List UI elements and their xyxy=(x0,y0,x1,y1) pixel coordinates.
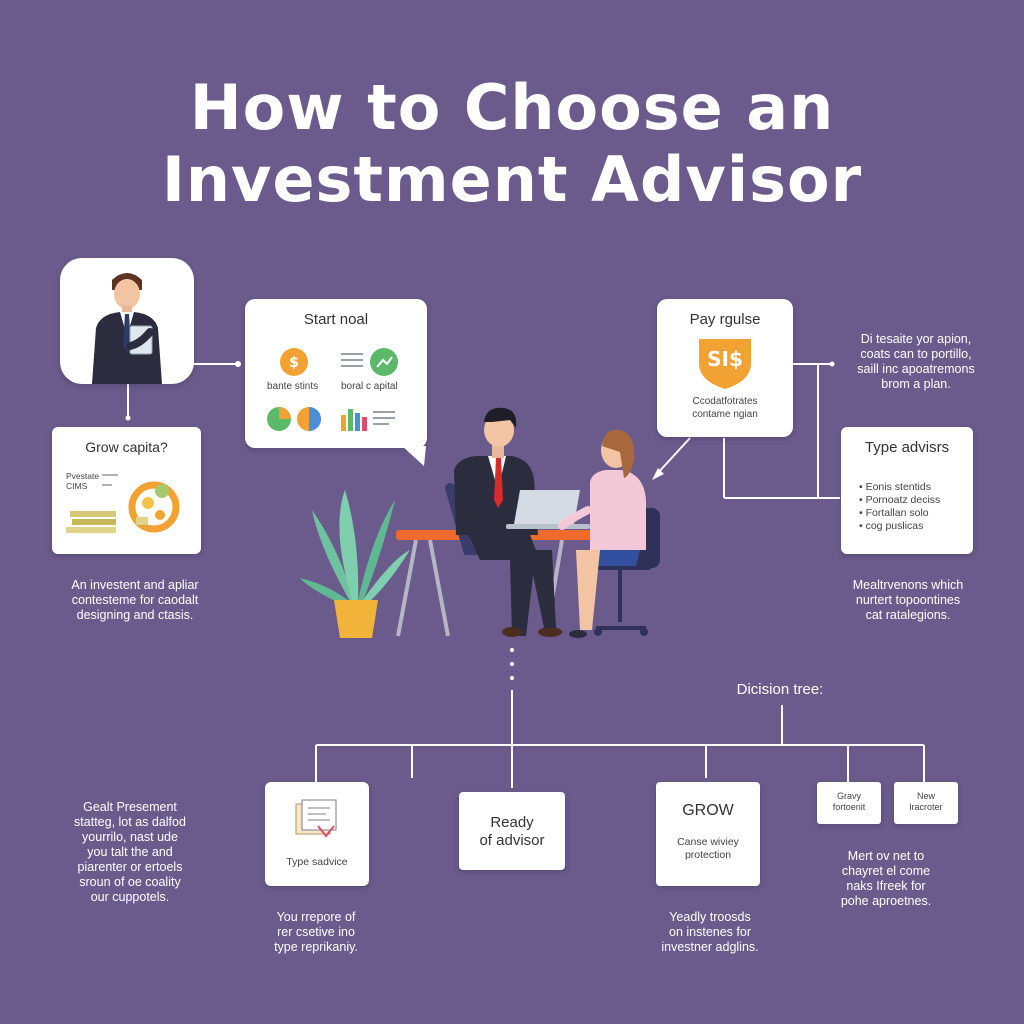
new-card-label: New lracroter xyxy=(909,791,943,812)
type-advice-label: Type sadvice xyxy=(286,856,348,868)
meeting-scene-illustration xyxy=(300,407,660,638)
type-advisors-item: Pornoatz deciss xyxy=(859,494,941,507)
gravy-card: Gravy fortoenit xyxy=(817,782,881,824)
type-advisors-item: Eonis stentids xyxy=(859,481,940,494)
gravy-card-label: Gravy fortoenit xyxy=(832,791,866,812)
shield-dollar-icon xyxy=(699,339,751,389)
start-goal-label-left: bante stints xyxy=(267,381,319,392)
note-bottom-left: Gealt Presement statteg, lot as dalfod y… xyxy=(74,800,186,904)
svg-text:$: $ xyxy=(289,355,299,371)
page-title-line-2: Investment Advisor xyxy=(161,143,863,216)
page-title-line-1: How to Choose an xyxy=(189,71,835,144)
growth-arrow-icon xyxy=(370,348,398,376)
pie-chart-icon-2 xyxy=(297,407,321,431)
speech-bubble-tail xyxy=(402,446,426,466)
type-advisors-card: Type advisrs Eonis stentids Pornoatz dec… xyxy=(841,427,973,554)
money-growth-icon xyxy=(66,474,180,533)
start-goal-label-right: boral c apital xyxy=(341,381,398,392)
pay-regulse-caption: Ccodatfotrates contame ngian xyxy=(692,396,758,420)
type-advisors-item: cog puslicas xyxy=(859,520,940,533)
note-bottom-mid-left: You rrepore of rer csetive ino type repr… xyxy=(274,910,358,954)
note-top-right: Di tesaite yor apion, coats can to porti… xyxy=(857,332,975,391)
pie-chart-icon xyxy=(267,407,291,431)
type-advisors-item: Fortallan solo xyxy=(859,507,940,520)
note-right-mid: Mealtrvenons which nurtert topoontines c… xyxy=(852,578,964,622)
advisor-figure-icon xyxy=(92,273,162,384)
text-lines-icon xyxy=(341,353,363,367)
plant-icon xyxy=(300,490,410,638)
new-card: New lracroter xyxy=(894,782,958,824)
grow-capital-mini-text: Pvestate CIMS xyxy=(66,471,100,491)
decision-tree-label: Dicision tree: xyxy=(736,681,824,698)
ready-advisor-card: Ready of advisor xyxy=(459,792,565,870)
type-advisors-title: Type advisrs xyxy=(864,439,950,456)
start-goal-card: Start noal $ bante stints boral c apital xyxy=(245,299,427,448)
type-advisors-list: Eonis stentids Pornoatz deciss Fortallan… xyxy=(859,481,941,533)
ready-advisor-line-2: of advisor xyxy=(479,832,545,849)
ready-advisor-line-1: Ready xyxy=(490,814,534,831)
pay-regulse-badge: SI$ xyxy=(707,347,743,371)
grow-capital-title: Grow capita? xyxy=(85,439,168,455)
text-lines-icon-2 xyxy=(373,411,395,425)
dollar-coin-icon: $ xyxy=(280,348,308,376)
grow-card-title: GROW xyxy=(682,802,734,819)
grow-card-caption: Canse wiviey protection xyxy=(677,836,739,861)
document-stack-icon xyxy=(295,799,337,838)
note-bottom-mid-right: Yeadly troosds on instenes for investner… xyxy=(661,910,759,954)
type-advice-card: Type sadvice xyxy=(265,782,369,886)
start-goal-title: Start noal xyxy=(303,311,369,328)
pay-regulse-title: Pay rgulse xyxy=(689,311,761,328)
advisor-portrait-card xyxy=(60,258,194,384)
pay-regulse-card: Pay rgulse SI$ Ccodatfotrates contame ng… xyxy=(657,299,793,437)
bar-chart-icon xyxy=(341,409,367,431)
note-left-mid: An investent and apliar contesteme for c… xyxy=(71,578,199,622)
note-bottom-right: Mert ov net to chayret el come naks Ifre… xyxy=(840,849,932,908)
grow-card: GROW Canse wiviey protection xyxy=(656,782,760,886)
grow-capital-card: Grow capita? Pvestate CIMS xyxy=(52,427,201,554)
